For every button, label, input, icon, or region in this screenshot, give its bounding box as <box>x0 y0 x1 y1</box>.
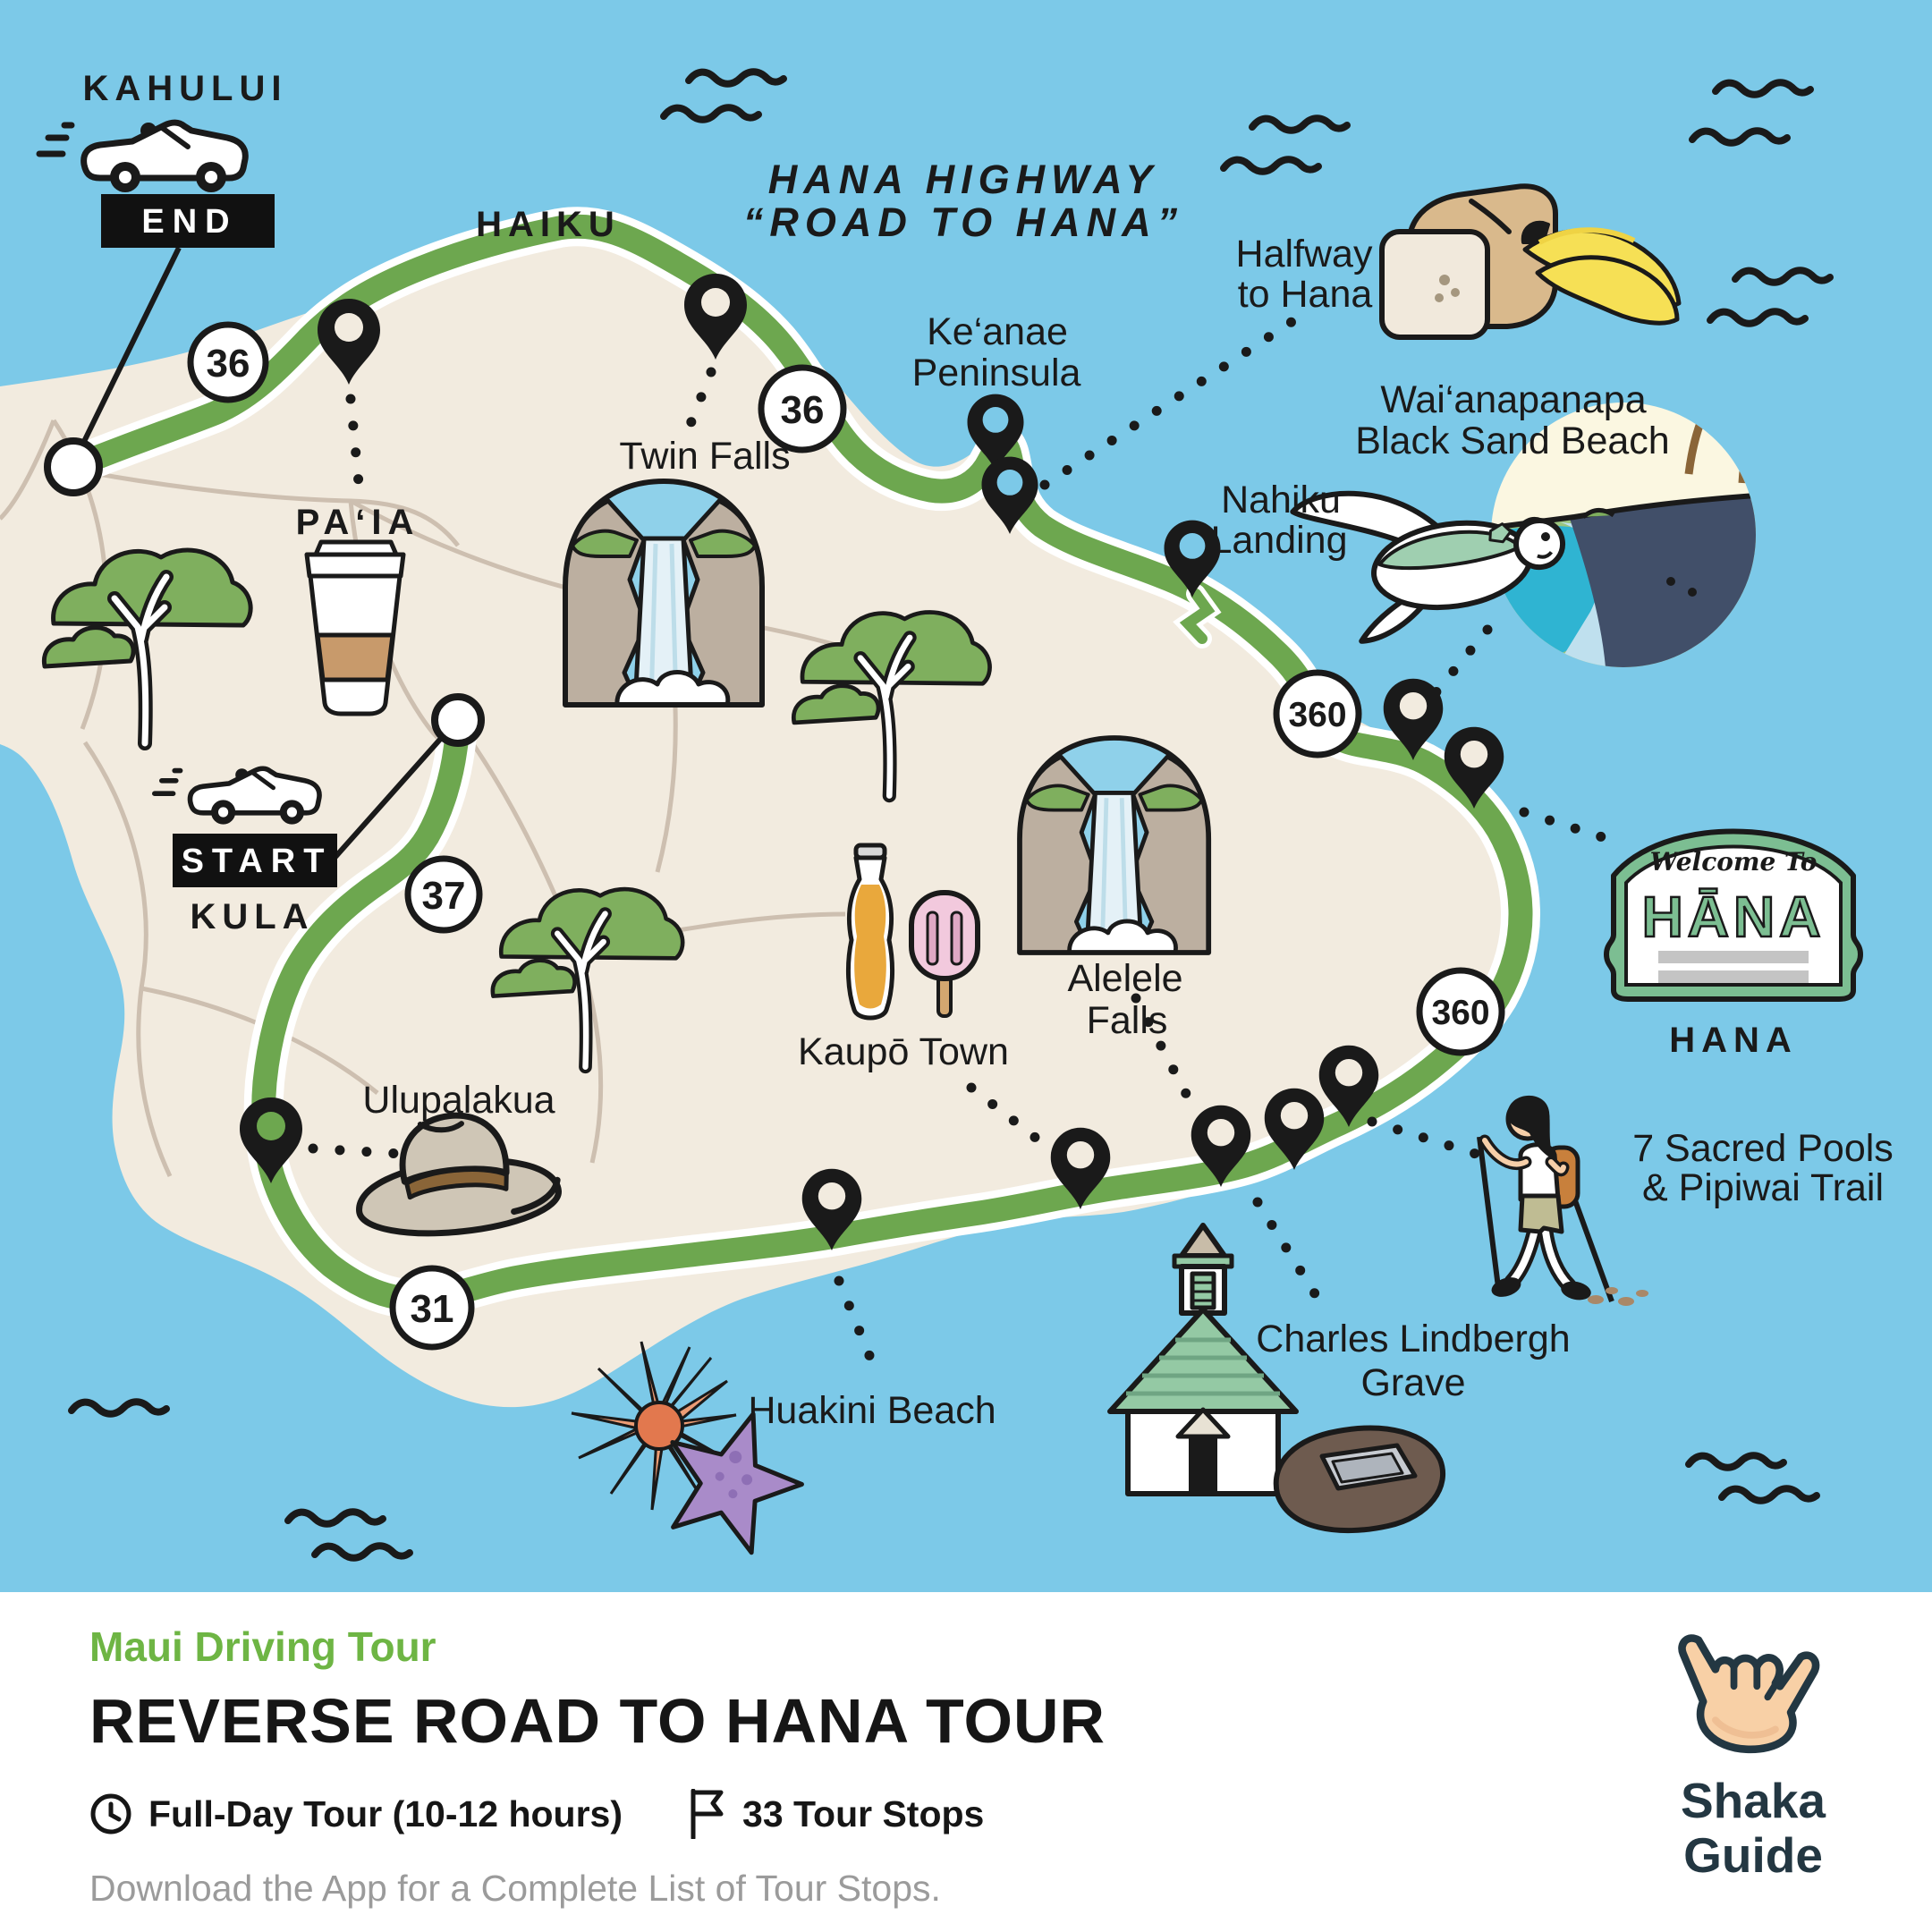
sea-turtle-icon <box>1290 490 1566 644</box>
church-icon <box>1107 1223 1299 1496</box>
route-badge-31: 31 <box>389 1265 475 1351</box>
soda-bottle-icon <box>845 843 895 1021</box>
label-hana-highway-2: “ROAD TO HANA” <box>743 199 1183 245</box>
label-haiku: HAIKU <box>476 205 621 244</box>
label-nahiku-2: Landing <box>1210 519 1347 562</box>
label-sacred-pools-1: 7 Sacred Pools <box>1632 1127 1894 1170</box>
route-end-node <box>44 437 103 496</box>
cowboy-hat-icon <box>356 1112 562 1237</box>
maui-island <box>0 230 1529 1408</box>
label-nahiku-1: Nahiku <box>1221 479 1341 521</box>
svg-text:36: 36 <box>207 342 250 386</box>
shaka-hand-icon <box>1678 1634 1820 1753</box>
svg-text:36: 36 <box>781 388 825 432</box>
map-pin <box>981 456 1038 534</box>
label-hana: HANA <box>1669 1021 1798 1060</box>
clock-icon <box>90 1793 131 1835</box>
hana-welcome-sign: Welcome To HĀNA <box>1604 828 1863 1002</box>
map-pin <box>1264 1088 1325 1170</box>
tour-category: Maui Driving Tour <box>89 1623 436 1670</box>
popsicle-icon <box>909 890 980 1018</box>
route-badge-360-north: 360 <box>1273 669 1362 758</box>
label-ulupalakua: Ulupalakua <box>362 1079 555 1122</box>
brand-name-line2: Guide <box>1683 1826 1823 1883</box>
label-huakini: Huakini Beach <box>748 1389 996 1432</box>
map-pin <box>1164 520 1221 597</box>
svg-text:360: 360 <box>1288 696 1346 734</box>
label-halfway-1: Halfway <box>1236 233 1373 275</box>
label-hana-highway-1: HANA HIGHWAY <box>768 157 1159 202</box>
label-waianapanapa-1: Wai‘anapanapa <box>1380 378 1646 421</box>
label-kahului: KAHULUI <box>83 69 288 108</box>
starfish-icon <box>670 1411 804 1555</box>
end-marker-group: END <box>39 123 275 460</box>
label-alelele-2: Falls <box>1087 999 1168 1042</box>
label-twin-falls: Twin Falls <box>619 435 790 478</box>
map-pin <box>1383 678 1444 760</box>
label-paia: PA‘IA <box>296 503 420 542</box>
banana-bread-icon <box>1379 183 1682 340</box>
label-sacred-pools-2: & Pipiwai Trail <box>1642 1166 1884 1209</box>
maui-tour-map: Welcome To HĀNA END START <box>0 0 1932 1592</box>
alelele-falls-icon <box>1020 738 1208 953</box>
label-lindbergh-1: Charles Lindbergh <box>1256 1318 1570 1360</box>
svg-text:37: 37 <box>422 874 466 918</box>
brand-name-line1: Shaka <box>1680 1773 1826 1828</box>
map-pin <box>1191 1105 1251 1187</box>
label-keanae-2: Peninsula <box>912 352 1081 394</box>
footer-band: Maui Driving Tour REVERSE ROAD TO HANA T… <box>0 1592 1932 1932</box>
route-badge-36-east: 36 <box>758 364 847 453</box>
twin-falls-icon <box>565 481 762 705</box>
label-alelele-1: Alelele <box>1067 957 1182 1000</box>
coffee-cup-icon <box>304 539 406 716</box>
tour-duration: Full-Day Tour (10-12 hours) <box>148 1792 623 1835</box>
hana-sign-welcome: Welcome To <box>1650 847 1818 877</box>
flag-icon <box>691 1789 724 1839</box>
route-badge-37: 37 <box>404 855 483 934</box>
label-waianapanapa-2: Black Sand Beach <box>1355 419 1669 462</box>
map-pin <box>318 299 380 385</box>
start-marker-group: START <box>155 724 454 887</box>
hana-sign-name: HĀNA <box>1642 885 1826 949</box>
map-pins <box>240 274 1504 1250</box>
end-flag-label: END <box>141 203 237 241</box>
route-start-node <box>431 693 485 747</box>
map-pin <box>1050 1127 1111 1209</box>
sea-urchin-icon <box>571 1341 737 1511</box>
tour-title: REVERSE ROAD TO HANA TOUR <box>89 1686 1106 1756</box>
map-pin <box>1318 1045 1379 1127</box>
tour-stops-count: 33 Tour Stops <box>742 1792 985 1835</box>
start-flag-label: START <box>182 843 333 880</box>
label-keanae-1: Ke‘anae <box>927 310 1068 353</box>
map-pin <box>967 394 1024 471</box>
svg-text:31: 31 <box>411 1287 454 1331</box>
svg-text:360: 360 <box>1431 994 1489 1032</box>
download-note: Download the App for a Complete List of … <box>89 1868 941 1909</box>
route-badge-360-south: 360 <box>1416 967 1505 1056</box>
label-kaupo: Kaupō Town <box>798 1030 1009 1073</box>
label-halfway-2: to Hana <box>1238 273 1373 316</box>
label-lindbergh-2: Grave <box>1360 1361 1465 1404</box>
map-pin <box>801 1168 862 1250</box>
label-kula: KULA <box>190 897 314 936</box>
shaka-guide-logo: Shaka Guide <box>1648 1628 1859 1882</box>
map-pin <box>684 274 747 360</box>
lindbergh-grave-icon <box>1273 1425 1446 1534</box>
route-badge-36-west: 36 <box>187 321 269 403</box>
hiker-icon <box>1477 1095 1648 1306</box>
map-pin <box>240 1097 302 1183</box>
map-pin <box>1444 726 1504 809</box>
